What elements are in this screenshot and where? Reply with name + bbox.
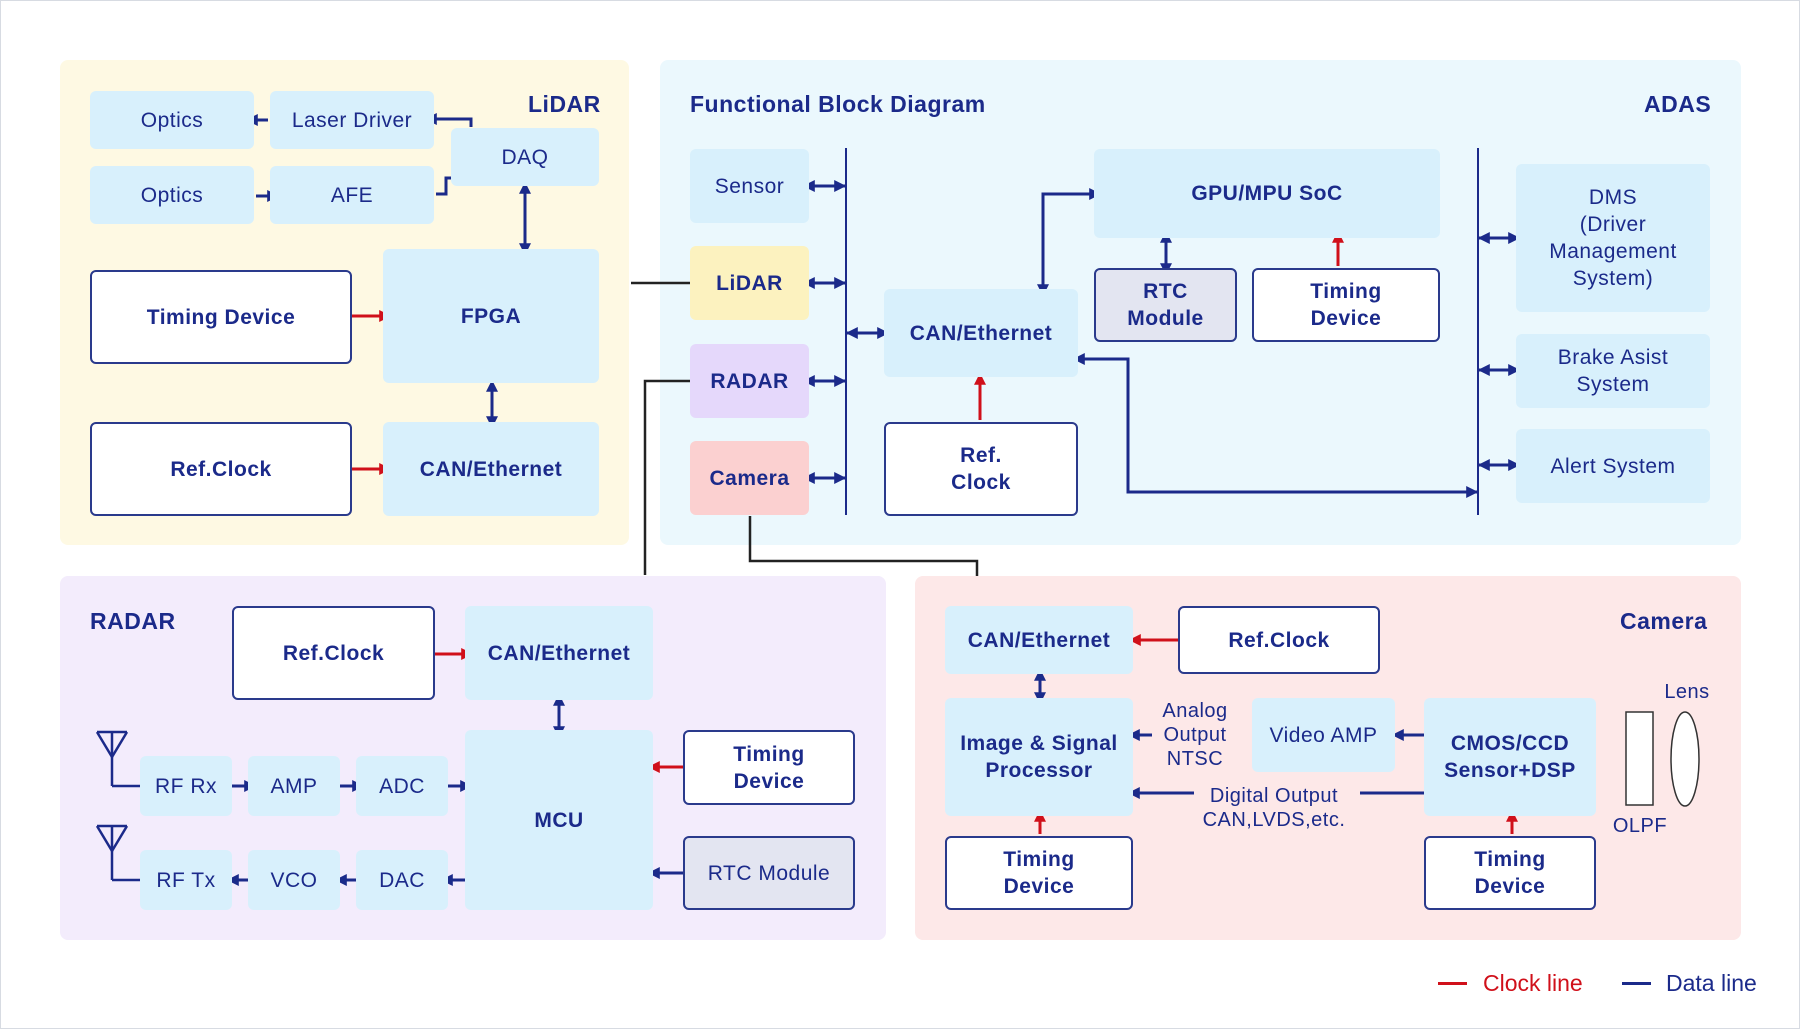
video-amp-block[interactable]: Video AMP — [1252, 698, 1395, 772]
adas-sensor-block[interactable]: Sensor — [690, 149, 809, 223]
adas-radar-block[interactable]: RADAR — [690, 344, 809, 418]
lens-shape — [1670, 711, 1700, 807]
camera-can-ethernet-block[interactable]: CAN/Ethernet — [945, 606, 1133, 674]
adas-timing-device-block[interactable]: Timing Device — [1252, 268, 1440, 342]
afe-block[interactable]: AFE — [270, 166, 434, 224]
adas-camera-block[interactable]: Camera — [690, 441, 809, 515]
lidar-optics-1-block[interactable]: Optics — [90, 91, 254, 149]
lidar-optics-2-block[interactable]: Optics — [90, 166, 254, 224]
radar-can-ethernet-block[interactable]: CAN/Ethernet — [465, 606, 653, 700]
camera-panel-title: Camera — [1620, 608, 1708, 634]
adc-block[interactable]: ADC — [356, 756, 448, 816]
camera-timing-device-1-block[interactable]: Timing Device — [945, 836, 1133, 910]
adas-ref-clock-block[interactable]: Ref. Clock — [884, 422, 1078, 516]
daq-block[interactable]: DAQ — [451, 128, 599, 186]
lidar-ref-clock-block[interactable]: Ref.Clock — [90, 422, 352, 516]
vco-block[interactable]: VCO — [248, 850, 340, 910]
olpf-shape — [1625, 711, 1654, 806]
radar-amp-block[interactable]: AMP — [248, 756, 340, 816]
gpu-mpu-soc-block[interactable]: GPU/MPU SoC — [1094, 149, 1440, 238]
camera-timing-device-2-block[interactable]: Timing Device — [1424, 836, 1596, 910]
image-signal-processor-block[interactable]: Image & Signal Processor — [945, 698, 1133, 816]
rf-tx-block[interactable]: RF Tx — [140, 850, 232, 910]
adas-lidar-block[interactable]: LiDAR — [690, 246, 809, 320]
analog-output-label: Analog Output NTSC — [1162, 700, 1228, 770]
rf-rx-block[interactable]: RF Rx — [140, 756, 232, 816]
mcu-block[interactable]: MCU — [465, 730, 653, 910]
diagram-title: Functional Block Diagram — [690, 91, 986, 117]
clock-line-swatch — [1438, 982, 1467, 985]
cmos-ccd-sensor-block[interactable]: CMOS/CCD Sensor+DSP — [1424, 698, 1596, 816]
lens-label: Lens — [1664, 681, 1710, 703]
clock-line-label: Clock line — [1483, 970, 1583, 996]
alert-system-block[interactable]: Alert System — [1516, 429, 1710, 503]
radar-rtc-module-block[interactable]: RTC Module — [683, 836, 855, 910]
dms-block[interactable]: DMS (Driver Management System) — [1516, 164, 1710, 312]
fpga-block[interactable]: FPGA — [383, 249, 599, 383]
laser-driver-block[interactable]: Laser Driver — [270, 91, 434, 149]
adas-panel-title: ADAS — [1644, 91, 1712, 117]
radar-ref-clock-block[interactable]: Ref.Clock — [232, 606, 435, 700]
radar-panel-title: RADAR — [90, 608, 176, 634]
data-line-swatch — [1622, 982, 1651, 985]
lidar-can-ethernet-block[interactable]: CAN/Ethernet — [383, 422, 599, 516]
data-line-label: Data line — [1666, 970, 1757, 996]
adas-rtc-module-block[interactable]: RTC Module — [1094, 268, 1237, 342]
adas-can-ethernet-block[interactable]: CAN/Ethernet — [884, 289, 1078, 377]
lidar-panel-title: LiDAR — [528, 91, 601, 117]
dac-block[interactable]: DAC — [356, 850, 448, 910]
digital-output-label: Digital Output CAN,LVDS,etc. — [1202, 785, 1346, 831]
brake-assist-block[interactable]: Brake Asist System — [1516, 334, 1710, 408]
radar-timing-device-block[interactable]: Timing Device — [683, 730, 855, 805]
camera-ref-clock-block[interactable]: Ref.Clock — [1178, 606, 1380, 674]
lidar-timing-device-block[interactable]: Timing Device — [90, 270, 352, 364]
olpf-label: OLPF — [1612, 815, 1668, 837]
